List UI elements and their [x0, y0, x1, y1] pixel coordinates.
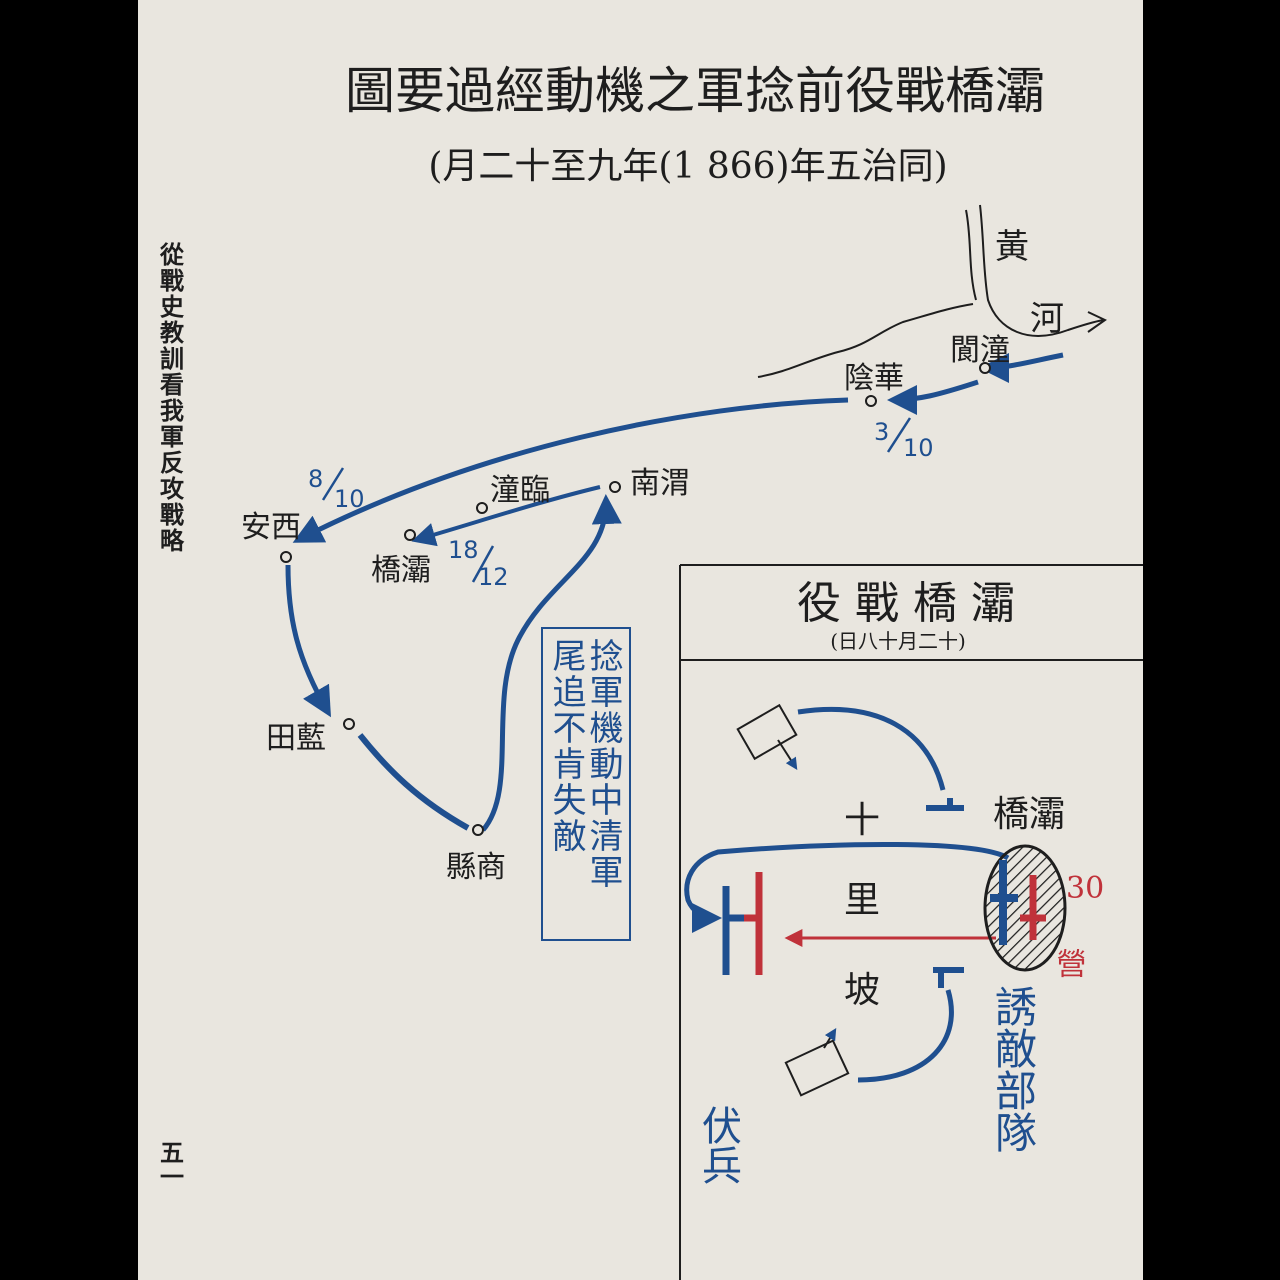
ambush-bottom-route [857, 989, 954, 1083]
inset-subtitle: (日八十月二十) [830, 629, 966, 653]
map-page: 圖要過經動機之軍捻前役戰橋灞 (月二十至九年(1 866)年五治同) 從戰史教訓… [138, 0, 1143, 1280]
river-bank-upper [757, 303, 974, 378]
river-label-2: 河 [1030, 299, 1064, 339]
blue-front-line [722, 886, 744, 975]
place-label-lintong: 潼臨 [490, 473, 550, 508]
lure-route [684, 841, 1010, 933]
ambush-bottom-position [933, 967, 964, 988]
date-baqiao-den: 12 [478, 563, 509, 591]
route-shangxian-weinan [481, 494, 622, 832]
date-xian-num: 8 [308, 465, 323, 493]
note-box [541, 627, 631, 941]
note-box-col2: 尾追不肯失敵 [546, 638, 586, 854]
campaign-map: 圖要過經動機之軍捻前役戰橋灞 (月二十至九年(1 866)年五治同) 從戰史教訓… [156, 62, 1143, 1280]
note-box-col1: 捻軍機動中清軍 [583, 638, 623, 890]
ambush-label: 伏兵 [695, 1105, 741, 1185]
date-xian: 8 10 [308, 465, 365, 513]
place-marker-lantian [343, 718, 355, 730]
page-number: 五一 [156, 1140, 185, 1188]
terrain-label-1: 十 [844, 800, 880, 841]
place-label-huayin: 陰華 [844, 361, 904, 396]
ambush-unit-bottom [784, 1039, 850, 1097]
date-huayin-num: 3 [874, 418, 889, 446]
place-marker-lintong [476, 502, 488, 514]
terrain-label-3: 坡 [844, 970, 880, 1011]
place-marker-tongguan [979, 362, 991, 374]
route-lantian-shangxian [357, 733, 470, 831]
date-baqiao-num: 18 [448, 536, 479, 564]
map-title: 圖要過經動機之軍捻前役戰橋灞 [345, 62, 1045, 120]
route-to-tongguan [887, 379, 979, 415]
lure-unit-marker [990, 860, 1018, 945]
place-marker-shangxian [472, 824, 484, 836]
lure-unit-label: 誘敵部隊 [989, 985, 1038, 1153]
route-xian-lantian [285, 564, 331, 718]
ambush-unit-bottom-arrow [823, 1027, 837, 1049]
inset-place-baqiao: 橋灞 [993, 794, 1065, 835]
river-channel-east [979, 204, 1104, 337]
place-label-baqiao: 橋灞 [371, 553, 431, 588]
enemy-unit-count: 30 [1066, 871, 1104, 906]
river-channel-west [965, 209, 977, 301]
red-front-line [744, 872, 763, 975]
route-weinan-baqiao [411, 485, 601, 547]
ambush-top-position [926, 798, 964, 811]
enemy-unit-marker [1020, 875, 1046, 940]
date-huayin-den: 10 [903, 434, 934, 462]
place-label-tongguan: 閬潼 [950, 333, 1010, 368]
place-marker-weinan [609, 481, 621, 493]
place-label-weinan: 南渭 [630, 466, 690, 501]
river-arrow [1087, 311, 1107, 333]
side-note: 從戰史教訓看我軍反攻戰略 [156, 241, 185, 554]
place-marker-baqiao [404, 529, 416, 541]
inset-title: 役 戰 橋 灞 [797, 578, 1015, 629]
river-label-1: 黃 [995, 227, 1029, 267]
enemy-unit-type: 營 [1051, 948, 1086, 978]
ambush-top-route [797, 706, 946, 791]
place-marker-xian [280, 551, 292, 563]
ambush-unit-top [736, 703, 798, 761]
date-huayin: 3 10 [874, 417, 934, 462]
terrain-label-2: 里 [844, 880, 880, 921]
route-huayin-xian [292, 397, 849, 543]
date-xian-den: 10 [334, 485, 365, 513]
date-baqiao: 18 12 [448, 536, 509, 591]
place-label-lantian: 田藍 [266, 721, 326, 756]
map-subtitle: (月二十至九年(1 866)年五治同) [428, 146, 947, 187]
ambush-unit-top-arrow [777, 739, 798, 771]
place-label-shangxian: 縣商 [446, 850, 506, 885]
route-tongguan-huayin [979, 352, 1064, 383]
place-label-xian: 安西 [241, 510, 301, 545]
place-marker-huayin [865, 395, 877, 407]
